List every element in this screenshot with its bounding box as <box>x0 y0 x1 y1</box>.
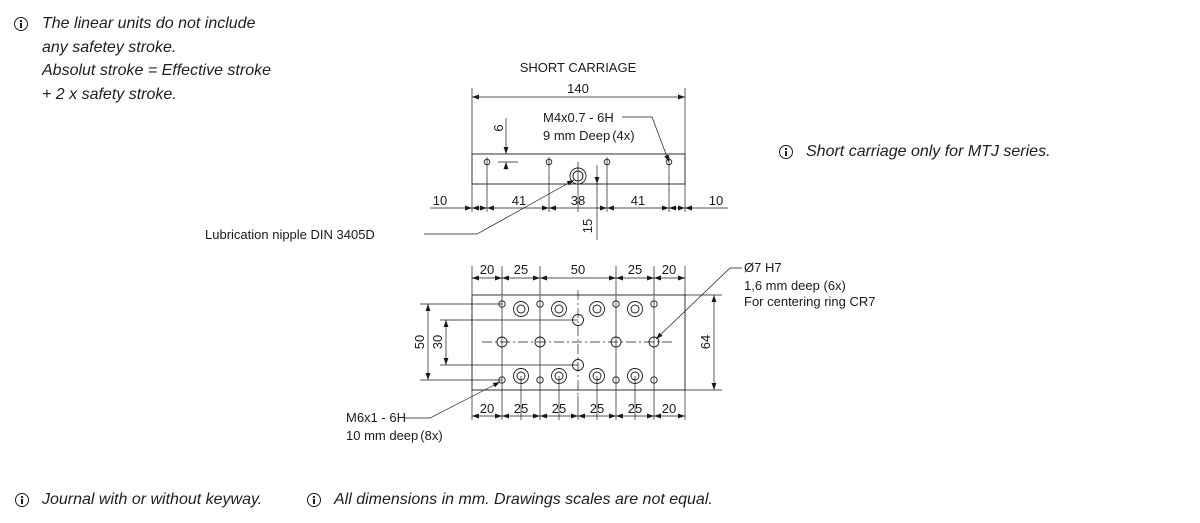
nipple-offset-label: 15 <box>580 219 595 233</box>
note-line: any safetey stroke. <box>42 38 177 56</box>
dim-label: 10 <box>433 193 447 208</box>
dim-label: 25 <box>590 401 604 416</box>
note-line: The linear units do not include <box>42 15 256 32</box>
centering-bore <box>627 301 643 317</box>
dimensions-note: All dimensions in mm. Drawings scales ar… <box>334 488 713 512</box>
info-icon <box>779 145 793 159</box>
journal-note: Journal with or without keyway. <box>42 488 262 512</box>
note-line: + 2 x safety stroke. <box>42 85 177 103</box>
info-icon <box>307 493 321 507</box>
dim-label: 25 <box>628 401 642 416</box>
dim-label: 25 <box>514 401 528 416</box>
hole-depth-label: 6 <box>491 124 506 131</box>
dim-label: 30 <box>430 335 445 349</box>
safety-stroke-note: The linear units do not include any safe… <box>42 12 271 106</box>
dim-label: 20 <box>662 262 676 277</box>
dim-label: 50 <box>571 262 585 277</box>
dim-label: 41 <box>631 193 645 208</box>
dim-label: 25 <box>514 262 528 277</box>
thread-callout-depth: 10 mm deep(8x) <box>346 428 443 443</box>
centering-bore <box>589 301 605 317</box>
short-carriage-note: Short carriage only for MTJ series. <box>806 140 1051 164</box>
dim-label: 50 <box>412 335 427 349</box>
centering-callout-ring: For centering ring CR7 <box>744 294 876 309</box>
carriage-body <box>471 153 686 185</box>
centering-callout-diameter: Ø7 H7 <box>744 260 782 275</box>
note-line: Journal with or without keyway. <box>42 491 263 508</box>
dim-label: 10 <box>709 193 723 208</box>
info-icon <box>14 17 28 31</box>
overall-length-label: 140 <box>567 81 589 96</box>
lubrication-label: Lubrication nipple DIN 3405D <box>205 227 375 242</box>
thread-callout-size: M6x1 - 6H <box>346 410 406 425</box>
top-view: 20 25 50 25 20 <box>346 260 876 443</box>
dim-label: 41 <box>512 193 526 208</box>
hole-callout-depth: 9 mm Deep(4x) <box>543 128 635 143</box>
side-view-title: SHORT CARRIAGE <box>520 60 637 75</box>
side-view: SHORT CARRIAGE 140 6 <box>205 60 728 242</box>
carriage-top-outline <box>471 294 686 391</box>
dim-label: 20 <box>662 401 676 416</box>
dim-label: 20 <box>480 401 494 416</box>
dim-label: 25 <box>628 262 642 277</box>
note-line: Short carriage only for MTJ series. <box>806 143 1051 160</box>
dim-label: 20 <box>480 262 494 277</box>
dim-label: 64 <box>698 335 713 349</box>
hole-callout-thread: M4x0.7 - 6H <box>543 110 614 125</box>
info-icon <box>15 493 29 507</box>
note-line: Absolut stroke = Effective stroke <box>42 62 271 79</box>
centering-bore <box>551 301 567 317</box>
centering-callout-depth: 1,6 mm deep (6x) <box>744 278 846 293</box>
dim-label: 38 <box>571 193 585 208</box>
centering-bore <box>513 301 529 317</box>
dim-label: 25 <box>552 401 566 416</box>
note-line: All dimensions in mm. Drawings scales ar… <box>334 491 713 508</box>
